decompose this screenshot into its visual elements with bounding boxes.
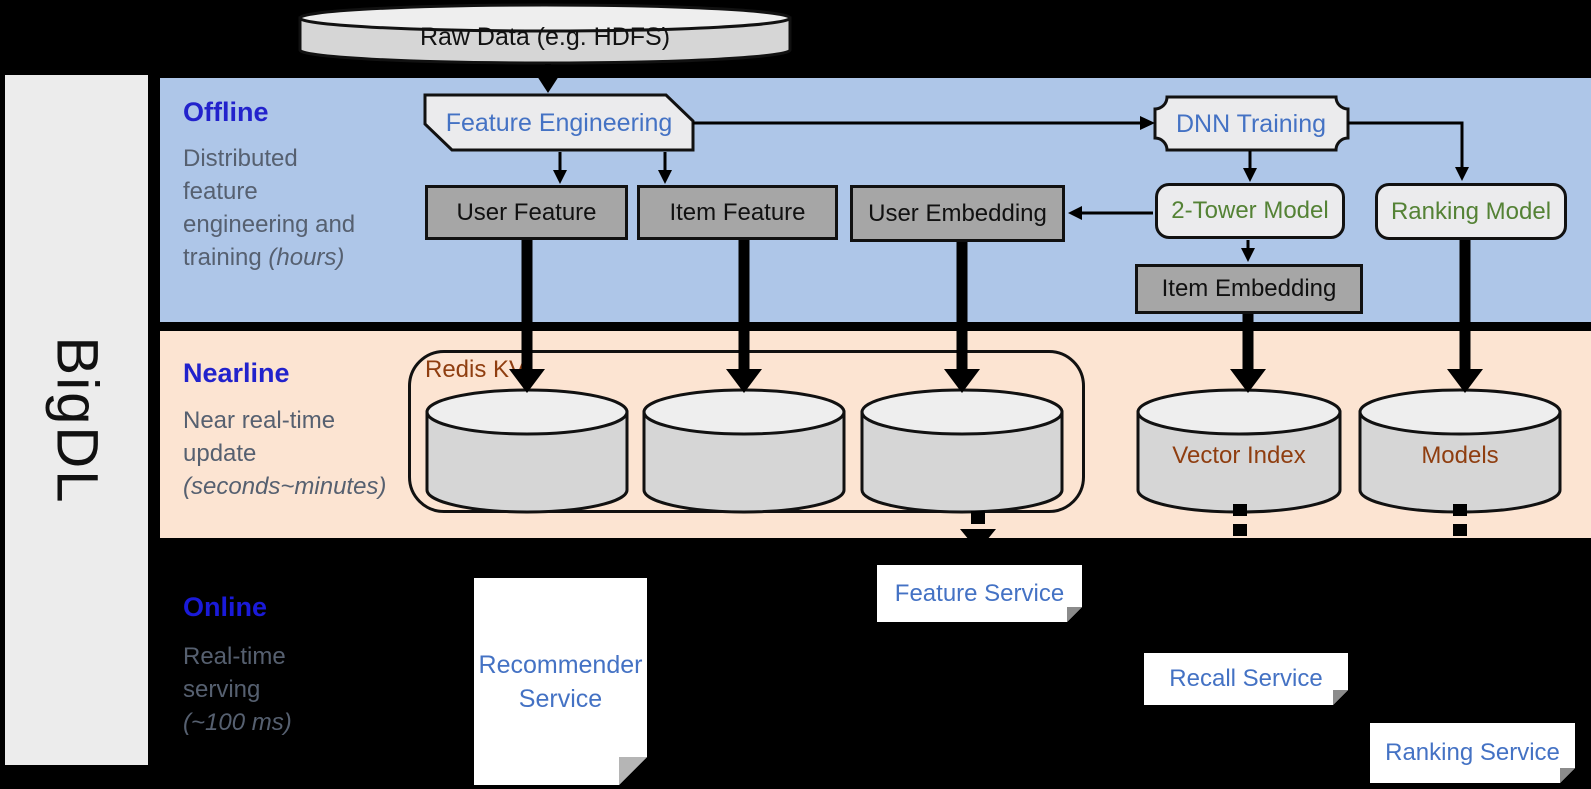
item-embedding-label: Item Embedding: [1161, 275, 1337, 302]
recommender-service-doc: Recommender Service: [474, 578, 647, 785]
redis-kv-label: Redis KV: [425, 356, 526, 383]
offline-title: Offline: [183, 97, 269, 127]
user-embedding-label: User Embedding: [868, 199, 1047, 227]
feature-service-label: Feature Service: [894, 579, 1065, 607]
online-subtitle: Real-time serving (~100 ms): [183, 640, 443, 739]
folded-corner: [1560, 768, 1575, 783]
item-feature-box: Item Feature: [637, 185, 838, 240]
feature-service-box: Feature Service: [877, 565, 1082, 622]
ranking-model-label: Ranking Model: [1390, 197, 1552, 225]
two-tower-model-box: 2-Tower Model: [1155, 183, 1345, 239]
bigdl-logo-text: BigDL: [44, 336, 110, 504]
offline-subtitle-italic: (hours): [268, 244, 345, 271]
bigdl-sidebar: BigDL: [5, 75, 148, 765]
folded-corner: [1067, 607, 1082, 622]
folded-corner: [1333, 690, 1348, 705]
recall-service-box: Recall Service: [1144, 653, 1348, 705]
ranking-model-box: Ranking Model: [1375, 183, 1567, 240]
recommender-fold-holder: [474, 578, 647, 785]
item-feature-label: Item Feature: [669, 198, 806, 226]
recall-service-label: Recall Service: [1169, 665, 1323, 692]
user-feature-box: User Feature: [425, 185, 628, 240]
folded-corner: [619, 757, 647, 785]
two-tower-model-label: 2-Tower Model: [1171, 197, 1329, 224]
nearline-subtitle: Near real-time update (seconds~minutes): [183, 404, 463, 503]
ranking-service-box: Ranking Service: [1370, 723, 1575, 783]
ranking-service-fold-holder: [1370, 723, 1575, 783]
item-embedding-box: Item Embedding: [1135, 264, 1363, 314]
nearline-subtitle-text: Near real-time update: [183, 407, 336, 467]
raw-data-cylinder: Raw Data (e.g. HDFS): [298, 3, 792, 65]
feature-service-fold-holder: [877, 565, 1082, 622]
online-subtitle-italic: (~100 ms): [183, 709, 292, 736]
nearline-subtitle-italic: (seconds~minutes): [183, 473, 387, 500]
offline-subtitle-text: Distributed feature engineering and trai…: [183, 145, 356, 271]
recall-service-fold-holder: [1144, 653, 1348, 705]
recommender-service-label: Recommender Service: [478, 650, 643, 713]
nearline-title: Nearline: [183, 358, 290, 388]
online-subtitle-text: Real-time serving: [183, 643, 286, 703]
user-feature-label: User Feature: [456, 198, 597, 226]
offline-subtitle: Distributed feature engineering and trai…: [183, 142, 443, 274]
online-title: Online: [183, 592, 268, 622]
ranking-service-label: Ranking Service: [1385, 739, 1560, 766]
user-embedding-box: User Embedding: [850, 185, 1065, 242]
raw-data-label: Raw Data (e.g. HDFS): [420, 23, 670, 51]
